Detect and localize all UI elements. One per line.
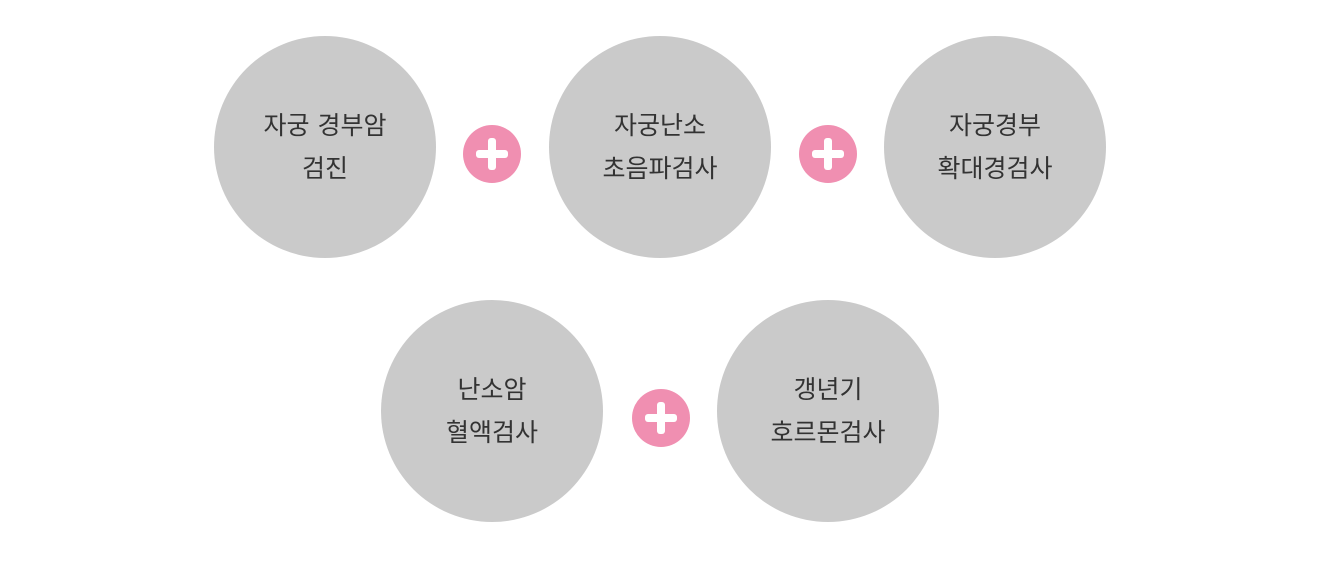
exam-item-uterus-ovary-ultrasound: 자궁난소 초음파검사 (549, 36, 771, 258)
exam-item-cervical-cancer: 자궁 경부암 검진 (214, 36, 436, 258)
exam-item-label-line1: 갱년기 (793, 375, 863, 404)
exam-item-label-line1: 자궁경부 (948, 111, 1041, 140)
exam-item-label-line1: 난소암 (457, 375, 527, 404)
exam-item-label-line2: 검진 (301, 154, 348, 183)
plus-icon (632, 389, 690, 447)
exam-item-label-line2: 초음파검사 (602, 154, 718, 183)
plus-icon (799, 125, 857, 183)
exam-item-menopause-hormone-test: 갱년기 호르몬검사 (717, 300, 939, 522)
plus-icon (463, 125, 521, 183)
exam-item-label-line2: 확대경검사 (937, 154, 1053, 183)
exam-item-label-line2: 혈액검사 (445, 418, 538, 447)
exam-item-label-line1: 자궁 경부암 (263, 111, 387, 140)
exam-item-ovarian-cancer-blood-test: 난소암 혈액검사 (381, 300, 603, 522)
exam-item-colposcopy: 자궁경부 확대경검사 (884, 36, 1106, 258)
exam-item-label-line2: 호르몬검사 (770, 418, 886, 447)
exam-item-label-line1: 자궁난소 (613, 111, 706, 140)
